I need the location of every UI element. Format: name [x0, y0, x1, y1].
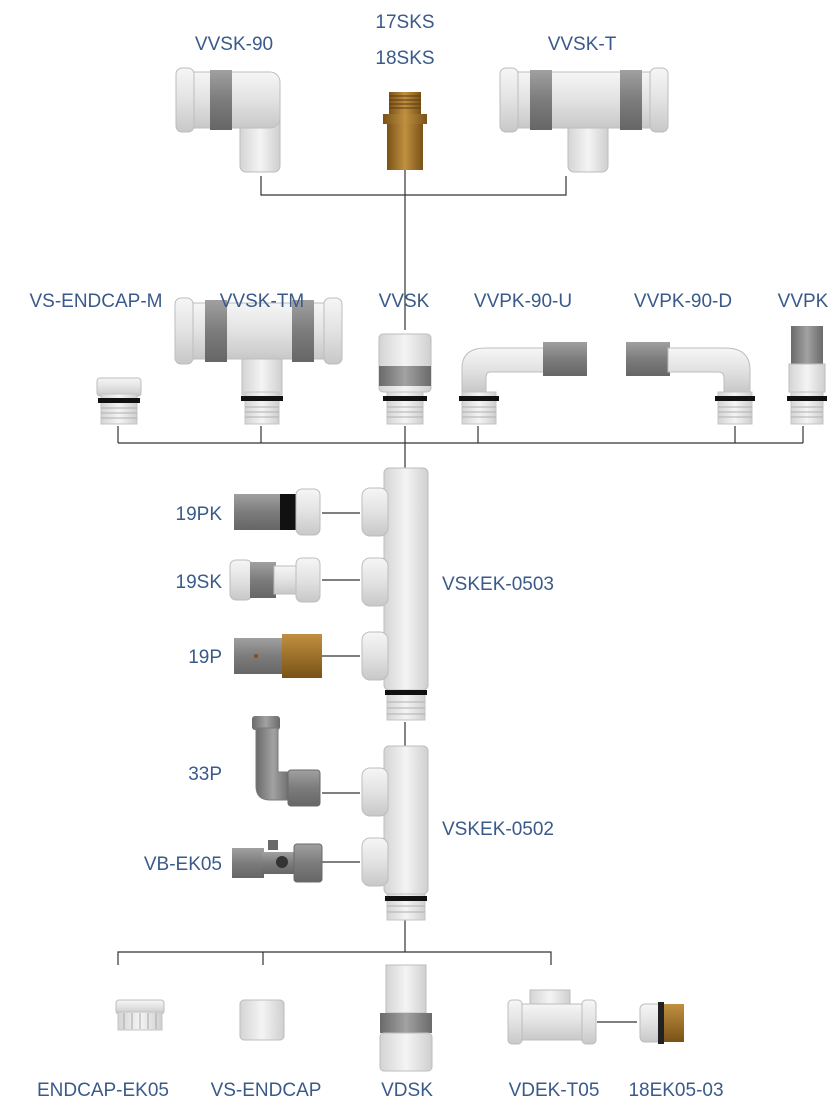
vdsk-fitting — [379, 964, 433, 1072]
vs-endcap-m-fitting — [96, 377, 142, 425]
label-19sk: 19SK — [176, 572, 223, 593]
label-vs-endcap-m: VS-ENDCAP-M — [29, 291, 162, 312]
label-vskek-0503: VSKEK-0503 — [442, 574, 554, 595]
19pk-fitting — [234, 488, 321, 536]
18ek05-03-fitting — [639, 1002, 684, 1044]
label-vvpk-90-u: VVPK-90-U — [474, 291, 572, 312]
19sk-fitting — [229, 557, 321, 603]
label-vs-endcap: VS-ENDCAP — [211, 1080, 322, 1101]
33p-fitting — [252, 716, 321, 807]
label-vdek-t05: VDEK-T05 — [509, 1080, 600, 1101]
label-18sks: 18SKS — [375, 48, 434, 69]
vvsk-fitting — [378, 333, 432, 425]
label-vvsk-90: VVSK-90 — [195, 34, 273, 55]
label-vskek-0502: VSKEK-0502 — [442, 819, 554, 840]
labels: VVSK-90 17SKS 18SKS VVSK-T VS-ENDCAP-M V… — [29, 12, 828, 1101]
endcap-ek05-fitting — [115, 999, 165, 1031]
label-vvpk-90-d: VVPK-90-D — [634, 291, 732, 312]
17sks-brass-adapter — [383, 92, 427, 170]
label-19p: 19P — [188, 647, 222, 668]
vskek-0502-manifold — [361, 745, 429, 921]
vb-ek05-valve — [232, 840, 323, 883]
label-18ek05-03: 18EK05-03 — [628, 1080, 723, 1101]
label-vb-ek05: VB-EK05 — [144, 854, 222, 875]
vs-endcap-fitting — [239, 999, 285, 1041]
label-vvpk: VVPK — [778, 291, 829, 312]
label-vdsk: VDSK — [381, 1080, 433, 1101]
vvsk-t-fitting — [499, 67, 669, 173]
label-vvsk-tm: VVSK-TM — [220, 291, 304, 312]
connector-lines — [117, 155, 804, 1023]
vvpk-90-u-fitting — [459, 342, 587, 425]
vvpk-90-d-fitting — [626, 342, 755, 425]
label-endcap-ek05: ENDCAP-EK05 — [37, 1080, 169, 1101]
vdek-t05-fitting — [507, 989, 597, 1045]
19p-fitting — [234, 634, 322, 678]
label-vvsk: VVSK — [379, 291, 430, 312]
vskek-0503-manifold — [361, 467, 429, 721]
label-17sks: 17SKS — [375, 12, 434, 33]
label-vvsk-t: VVSK-T — [548, 34, 617, 55]
vvsk-tm-fitting — [174, 297, 343, 425]
label-19pk: 19PK — [176, 504, 223, 525]
vvpk-fitting — [787, 326, 827, 425]
label-33p: 33P — [188, 764, 222, 785]
vvsk-90-fitting — [175, 67, 281, 173]
